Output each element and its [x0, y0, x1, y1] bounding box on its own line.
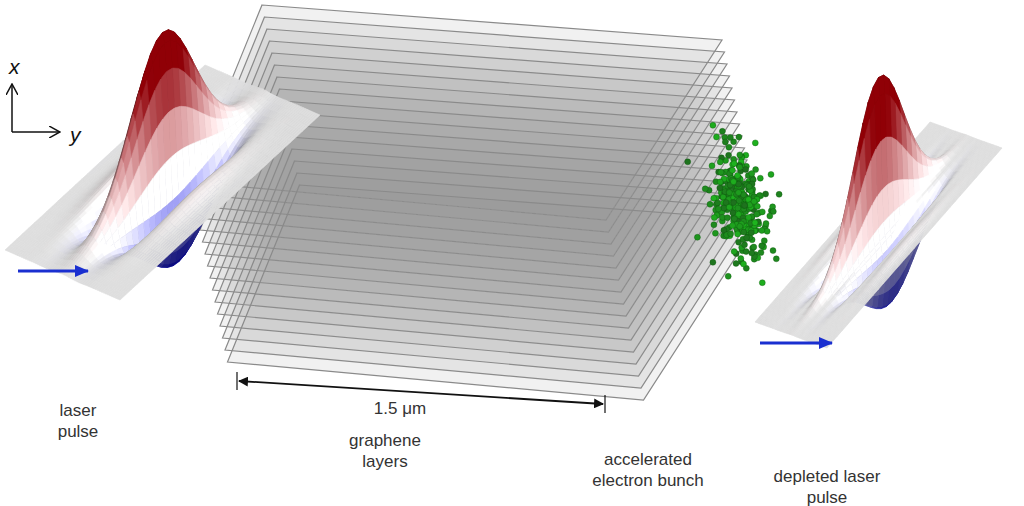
electron	[751, 244, 757, 250]
electron	[726, 144, 732, 150]
graphene-stack	[190, 5, 760, 400]
graphene-layer	[228, 185, 760, 400]
